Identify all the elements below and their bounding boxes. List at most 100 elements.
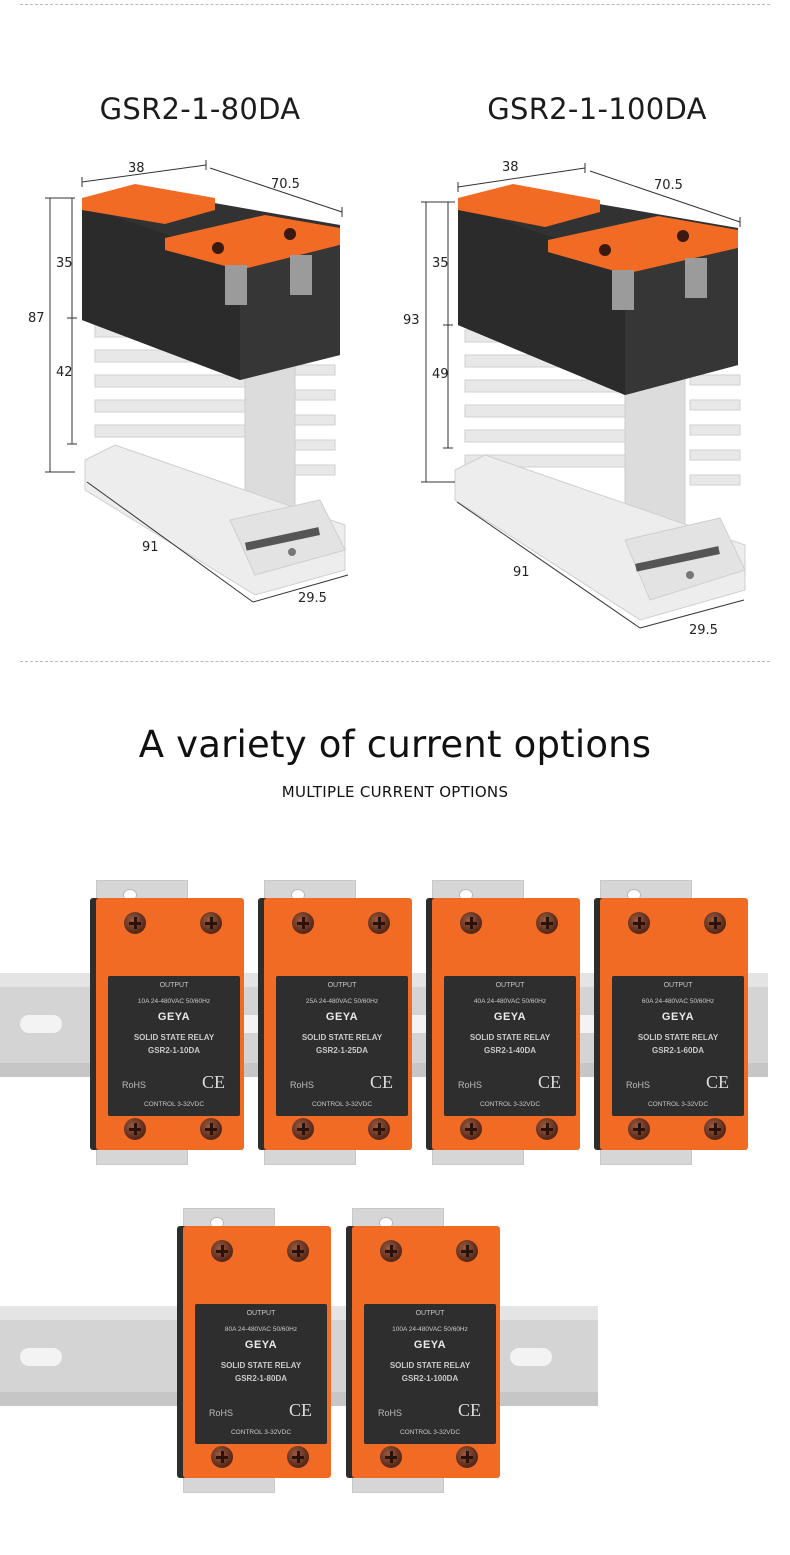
screw-icon: [704, 912, 726, 934]
screw-icon: [628, 912, 650, 934]
screw-icon: [292, 1118, 314, 1140]
dim-base-length: 91: [142, 540, 159, 555]
ce-mark: CE: [202, 1072, 226, 1092]
screw-icon: [380, 1240, 402, 1262]
relay-model: GSR2-1-25DA: [315, 1046, 368, 1055]
dimension-lines: [45, 160, 349, 603]
ce-mark: CE: [370, 1072, 394, 1092]
dim-upper-height: 35: [56, 256, 73, 271]
ce-mark: CE: [706, 1072, 730, 1092]
dim-lower-height: 42: [56, 365, 73, 380]
dim-total-height: 93: [403, 313, 420, 328]
output-label: OUTPUT: [495, 982, 525, 989]
control-text: CONTROL 3-32VDC: [143, 1101, 205, 1108]
rohs-mark: RoHS: [458, 1080, 483, 1090]
section-headline: A variety of current options: [138, 723, 652, 766]
relay-shell: OUTPUT 25A 24-480VAC 50/60Hz GEYA SOLID …: [264, 898, 412, 1150]
control-text: CONTROL 3-32VDC: [479, 1101, 541, 1108]
dim-base-length: 91: [513, 565, 530, 580]
brand-logo: GEYA: [244, 1339, 278, 1351]
brand-logo: GEYA: [493, 1011, 527, 1023]
dimension-drawing-80da: 38 70.5 87 35 42 91 29.5: [28, 160, 349, 606]
dimension-drawing-100da: 38 70.5 93 35 49 91 29.5: [403, 160, 746, 638]
brand-logo: GEYA: [157, 1011, 191, 1023]
relay-gsr2-1-80da: OUTPUT 80A 24-480VAC 50/60Hz GEYA SOLID …: [183, 1208, 333, 1493]
relay-type: SOLID STATE RELAY: [389, 1361, 471, 1370]
top-divider: [20, 4, 770, 5]
relay-type: SOLID STATE RELAY: [301, 1033, 383, 1042]
output-label: OUTPUT: [159, 982, 189, 989]
dim-base-width: 29.5: [298, 591, 327, 606]
rohs-mark: RoHS: [122, 1080, 147, 1090]
output-label: OUTPUT: [327, 982, 357, 989]
screw-icon: [704, 1118, 726, 1140]
rating-text: 60A 24-480VAC 50/60Hz: [641, 998, 715, 1005]
dim-lower-height: 49: [432, 367, 449, 382]
section-subheadline: MULTIPLE CURRENT OPTIONS: [281, 783, 509, 801]
relay-shell: OUTPUT 40A 24-480VAC 50/60Hz GEYA SOLID …: [432, 898, 580, 1150]
output-label: OUTPUT: [246, 1310, 276, 1317]
relay-body: [82, 184, 340, 380]
relay-type: SOLID STATE RELAY: [637, 1033, 719, 1042]
control-text: CONTROL 3-32VDC: [230, 1429, 292, 1436]
dim-top-width: 70.5: [654, 178, 683, 193]
relay-shell: OUTPUT 10A 24-480VAC 50/60Hz GEYA SOLID …: [96, 898, 244, 1150]
screw-icon: [368, 1118, 390, 1140]
control-text: CONTROL 3-32VDC: [647, 1101, 709, 1108]
screw-icon: [200, 912, 222, 934]
relay-model: GSR2-1-60DA: [651, 1046, 704, 1055]
relay-model: GSR2-1-100DA: [401, 1374, 459, 1383]
heatsink: [94, 324, 336, 521]
relay-label-panel: OUTPUT 80A 24-480VAC 50/60Hz GEYA SOLID …: [195, 1304, 327, 1444]
model-title-100da: GSR2-1-100DA: [487, 92, 707, 126]
output-label: OUTPUT: [415, 1310, 445, 1317]
relay-model: GSR2-1-40DA: [483, 1046, 536, 1055]
relay-model: GSR2-1-80DA: [234, 1374, 287, 1383]
rohs-mark: RoHS: [290, 1080, 315, 1090]
relay-label-panel: OUTPUT 10A 24-480VAC 50/60Hz GEYA SOLID …: [108, 976, 240, 1116]
screw-icon: [368, 912, 390, 934]
ce-mark: CE: [289, 1400, 313, 1420]
relay-gsr2-1-60da: OUTPUT 60A 24-480VAC 50/60Hz GEYA SOLID …: [600, 880, 750, 1165]
ce-mark: CE: [538, 1072, 562, 1092]
rating-text: 10A 24-480VAC 50/60Hz: [137, 998, 211, 1005]
relay-type: SOLID STATE RELAY: [220, 1361, 302, 1370]
relay-body: [458, 184, 738, 395]
rating-text: 80A 24-480VAC 50/60Hz: [224, 1326, 298, 1333]
screw-icon: [124, 1118, 146, 1140]
brand-logo: GEYA: [661, 1011, 695, 1023]
relay-type: SOLID STATE RELAY: [133, 1033, 215, 1042]
relay-gsr2-1-100da: OUTPUT 100A 24-480VAC 50/60Hz GEYA SOLID…: [352, 1208, 502, 1493]
ce-mark: CE: [458, 1400, 482, 1420]
relay-gsr2-1-25da: OUTPUT 25A 24-480VAC 50/60Hz GEYA SOLID …: [264, 880, 414, 1165]
relay-label-panel: OUTPUT 60A 24-480VAC 50/60Hz GEYA SOLID …: [612, 976, 744, 1116]
relay-label-panel: OUTPUT 40A 24-480VAC 50/60Hz GEYA SOLID …: [444, 976, 576, 1116]
screw-icon: [456, 1240, 478, 1262]
brand-logo: GEYA: [325, 1011, 359, 1023]
rating-text: 40A 24-480VAC 50/60Hz: [473, 998, 547, 1005]
relay-shell: OUTPUT 80A 24-480VAC 50/60Hz GEYA SOLID …: [183, 1226, 331, 1478]
screw-icon: [456, 1446, 478, 1468]
screw-icon: [292, 912, 314, 934]
relay-shell: OUTPUT 100A 24-480VAC 50/60Hz GEYA SOLID…: [352, 1226, 500, 1478]
rating-text: 100A 24-480VAC 50/60Hz: [392, 1326, 468, 1333]
screw-icon: [211, 1446, 233, 1468]
screw-icon: [287, 1240, 309, 1262]
relay-label-panel: OUTPUT 25A 24-480VAC 50/60Hz GEYA SOLID …: [276, 976, 408, 1116]
output-label: OUTPUT: [663, 982, 693, 989]
screw-icon: [380, 1446, 402, 1468]
screw-icon: [536, 912, 558, 934]
brand-logo: GEYA: [413, 1339, 447, 1351]
relay-gsr2-1-10da: OUTPUT 10A 24-480VAC 50/60Hz GEYA SOLID …: [96, 880, 246, 1165]
screw-icon: [287, 1446, 309, 1468]
screw-icon: [211, 1240, 233, 1262]
dim-total-height: 87: [28, 311, 45, 326]
dim-top-width: 70.5: [271, 177, 300, 192]
dim-base-width: 29.5: [689, 623, 718, 638]
relay-shell: OUTPUT 60A 24-480VAC 50/60Hz GEYA SOLID …: [600, 898, 748, 1150]
screw-icon: [124, 912, 146, 934]
dim-top-depth: 38: [128, 161, 145, 176]
screw-icon: [460, 1118, 482, 1140]
section-divider: [20, 661, 770, 662]
dim-top-depth: 38: [502, 160, 519, 175]
